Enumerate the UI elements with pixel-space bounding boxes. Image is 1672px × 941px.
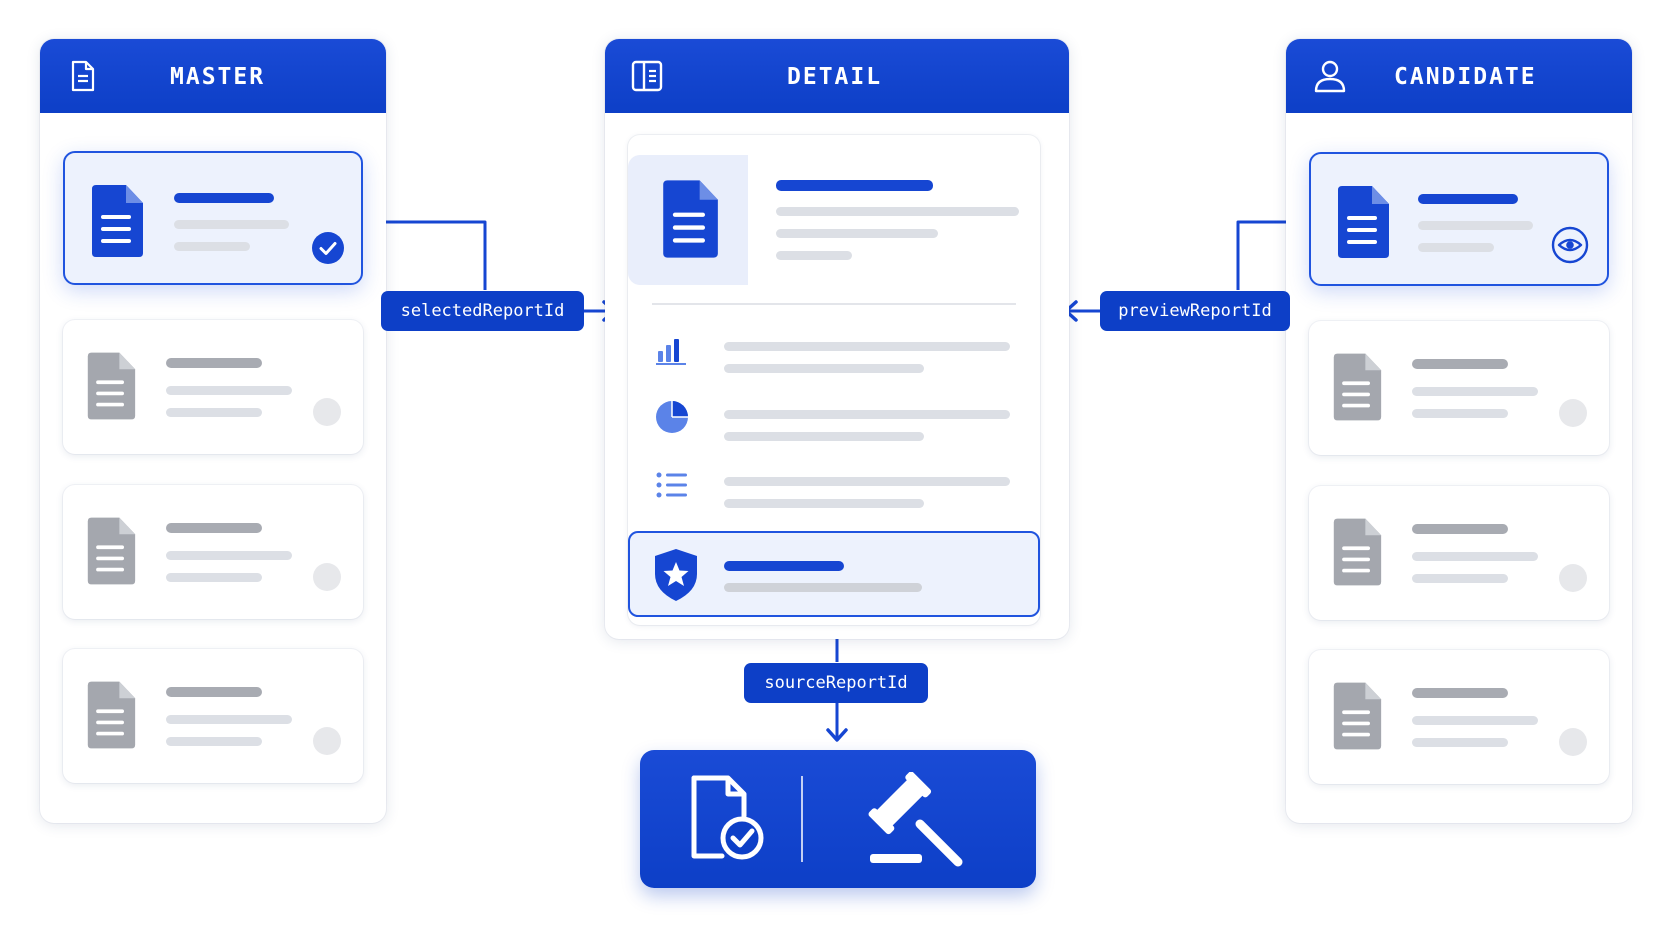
shield-star-icon: [655, 549, 697, 601]
text-placeholder-bar: [1412, 574, 1508, 583]
master-item[interactable]: [63, 485, 363, 619]
candidate-panel: CANDIDATE: [1286, 39, 1632, 823]
text-placeholder-bar: [166, 573, 262, 582]
master-panel: MASTER: [40, 39, 386, 823]
unselected-indicator: [313, 727, 341, 755]
title-placeholder-bar: [166, 687, 262, 697]
master-item-selected[interactable]: [63, 151, 363, 285]
candidate-item-previewed[interactable]: [1309, 152, 1609, 286]
text-placeholder-bar: [174, 242, 250, 251]
eye-icon: [1551, 226, 1589, 264]
text-placeholder-bar: [724, 364, 924, 373]
pie-chart-icon: [656, 401, 688, 433]
text-placeholder-bar: [724, 342, 1010, 351]
candidate-item[interactable]: [1309, 321, 1609, 455]
text-placeholder-bar: [1412, 716, 1538, 725]
report-file-icon: [1333, 682, 1382, 750]
gavel-icon: [868, 772, 963, 867]
text-placeholder-bar: [166, 386, 292, 395]
source-report-id-label: sourceReportId: [744, 663, 928, 703]
detail-report-card: [628, 135, 1040, 625]
check-circle-icon: [312, 232, 344, 264]
title-placeholder-bar: [1412, 359, 1508, 369]
text-placeholder-bar: [724, 410, 1010, 419]
text-placeholder-bar: [1412, 738, 1508, 747]
text-placeholder-bar: [776, 207, 1019, 216]
candidate-panel-title: CANDIDATE: [1394, 64, 1537, 90]
text-placeholder-bar: [1418, 243, 1494, 252]
text-placeholder-bar: [724, 499, 924, 508]
text-placeholder-bar: [166, 737, 262, 746]
text-placeholder-bar: [1412, 552, 1538, 561]
report-file-icon: [87, 352, 136, 420]
arrow-down-icon: [826, 728, 848, 742]
text-placeholder-bar: [724, 432, 924, 441]
candidate-panel-header: CANDIDATE: [1286, 39, 1632, 113]
unselected-indicator: [1559, 399, 1587, 427]
title-placeholder-bar: [1412, 688, 1508, 698]
title-placeholder-bar: [166, 358, 262, 368]
text-placeholder-bar: [166, 715, 292, 724]
split-view-icon: [631, 60, 663, 92]
user-icon: [1314, 60, 1346, 93]
title-placeholder-bar: [1412, 524, 1508, 534]
text-placeholder-bar: [166, 408, 262, 417]
report-file-icon: [87, 681, 136, 749]
title-placeholder-bar: [166, 523, 262, 533]
text-placeholder-bar: [174, 220, 289, 229]
review-action-box[interactable]: [640, 750, 1036, 888]
report-file-icon: [1333, 353, 1382, 421]
text-placeholder-bar: [776, 229, 938, 238]
title-placeholder-bar: [724, 561, 844, 571]
unselected-indicator: [313, 398, 341, 426]
detail-thumbnail: [628, 155, 748, 285]
text-placeholder-bar: [724, 477, 1010, 486]
detail-highlight-row[interactable]: [628, 531, 1040, 617]
document-icon: [71, 60, 95, 92]
master-item[interactable]: [63, 320, 363, 454]
report-file-icon: [92, 185, 143, 257]
candidate-item[interactable]: [1309, 650, 1609, 784]
report-file-icon: [1338, 186, 1389, 258]
document-check-icon: [691, 775, 764, 860]
selected-report-id-label: selectedReportId: [381, 291, 584, 331]
text-placeholder-bar: [724, 583, 922, 592]
report-file-icon: [87, 517, 136, 585]
text-placeholder-bar: [776, 251, 852, 260]
text-placeholder-bar: [166, 551, 292, 560]
master-item[interactable]: [63, 649, 363, 783]
unselected-indicator: [1559, 564, 1587, 592]
detail-divider: [652, 303, 1016, 305]
master-panel-title: MASTER: [170, 64, 266, 90]
detail-panel-title: DETAIL: [787, 64, 883, 90]
action-divider: [801, 776, 803, 862]
text-placeholder-bar: [1412, 387, 1538, 396]
preview-report-id-label: previewReportId: [1100, 291, 1290, 331]
title-placeholder-bar: [776, 180, 933, 191]
text-placeholder-bar: [1418, 221, 1533, 230]
unselected-indicator: [313, 563, 341, 591]
list-icon: [656, 472, 687, 498]
detail-panel: DETAIL: [605, 39, 1069, 639]
master-panel-header: MASTER: [40, 39, 386, 113]
report-file-icon: [663, 180, 718, 258]
detail-panel-header: DETAIL: [605, 39, 1069, 113]
text-placeholder-bar: [1412, 409, 1508, 418]
candidate-item[interactable]: [1309, 486, 1609, 620]
title-placeholder-bar: [1418, 194, 1518, 204]
title-placeholder-bar: [174, 193, 274, 203]
report-file-icon: [1333, 518, 1382, 586]
bar-chart-icon: [656, 339, 686, 365]
unselected-indicator: [1559, 728, 1587, 756]
